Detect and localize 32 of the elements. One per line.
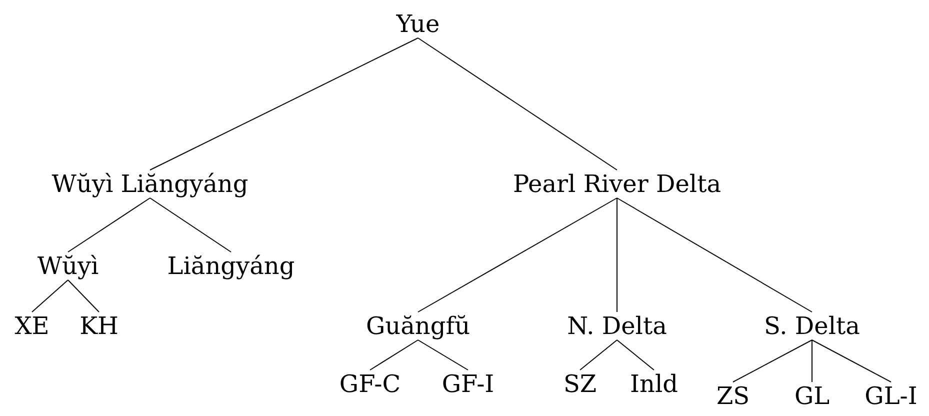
tree-node-label: Wŭyì Liăngyáng <box>50 170 250 198</box>
tree-node-label: GL-I <box>862 382 920 410</box>
tree-node-label: KH <box>78 312 120 340</box>
tree-node-label: XE <box>12 312 52 340</box>
tree-node-label: ZS <box>714 382 752 410</box>
tree-node-label: Pearl River Delta <box>510 170 724 198</box>
tree-node-label: SZ <box>561 370 599 398</box>
tree-branch-line <box>32 280 68 312</box>
tree-node-label: GF-C <box>337 370 403 398</box>
tree-node-label: Liăngyáng <box>165 252 297 280</box>
tree-node-label: GL <box>792 382 832 410</box>
tree-branch-line <box>418 38 618 170</box>
tree-branch-line <box>580 340 618 370</box>
tree-node-label: Wŭyì <box>35 252 101 280</box>
tree-branch-line <box>370 340 418 370</box>
tree-branch-line <box>616 340 654 370</box>
tree-node-label: Guăngfŭ <box>364 312 472 340</box>
tree-node-label: N. Delta <box>565 312 669 340</box>
tree-branch-line <box>616 198 812 312</box>
tree-branch-line <box>812 340 892 382</box>
tree-branch-line <box>150 38 418 170</box>
tree-branch-line <box>150 198 232 252</box>
tree-branch-line <box>68 198 150 252</box>
tree-branch-line <box>418 198 618 312</box>
tree-branch-line <box>616 198 618 312</box>
tree-branch-line <box>418 340 468 370</box>
tree-node-label: S. Delta <box>762 312 862 340</box>
tree-node-label: Yue <box>394 10 442 38</box>
tree-node-label: Inld <box>628 370 680 398</box>
tree-branch-line <box>68 280 100 312</box>
tree-branch-line <box>732 340 812 382</box>
tree-node-label: GF-I <box>440 370 496 398</box>
